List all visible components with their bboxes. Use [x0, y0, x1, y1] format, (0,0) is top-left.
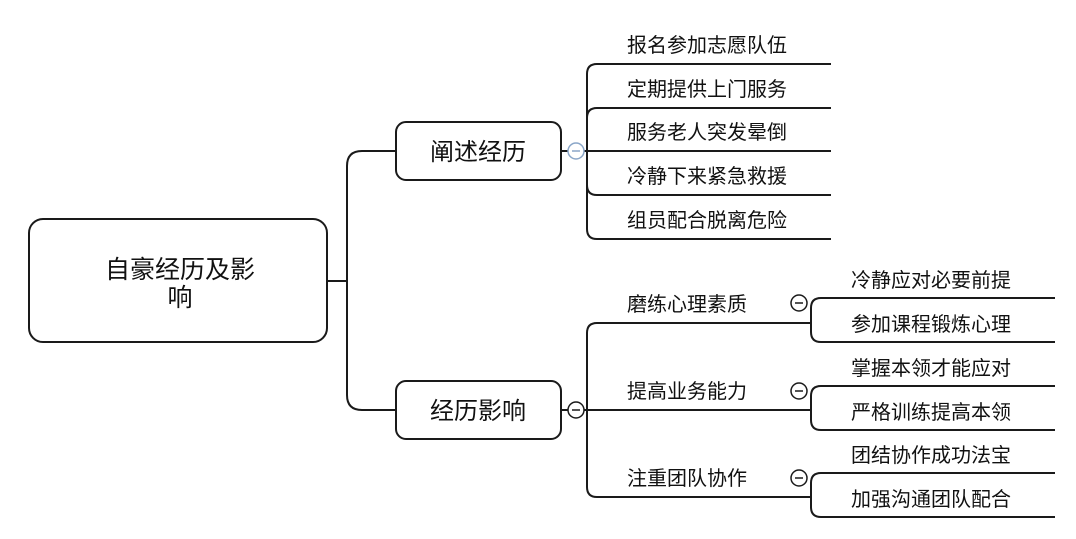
leaf-node-b1-3-label: 服务老人突发晕倒	[627, 120, 787, 144]
leaf-node-s1-2-label: 参加课程锻炼心理	[851, 312, 1011, 336]
connector-b1-c2	[586, 107, 598, 151]
collapse-toggle-sub-2[interactable]	[790, 382, 808, 400]
connector-b1-c4	[586, 151, 598, 196]
sub-node-b2-3[interactable]: 注重团队协作	[597, 466, 787, 498]
leaf-node-s3-1-label: 团结协作成功法宝	[851, 443, 1011, 467]
branch-node-2-label: 经历影响	[430, 397, 526, 425]
leaf-node-s2-1[interactable]: 掌握本领才能应对	[821, 356, 1055, 387]
sub-node-b2-2[interactable]: 提高业务能力	[597, 379, 787, 411]
leaf-node-b1-1-label: 报名参加志愿队伍	[627, 33, 787, 57]
connector-root-to-branch-2	[346, 281, 396, 411]
leaf-node-b1-4[interactable]: 冷静下来紧急救援	[597, 164, 831, 196]
branch-node-1[interactable]: 阐述经历	[395, 121, 562, 181]
leaf-node-s2-2-label: 严格训练提高本领	[851, 400, 1011, 424]
collapse-toggle-branch-1[interactable]	[567, 142, 585, 160]
sub-node-b2-2-label: 提高业务能力	[627, 379, 747, 403]
leaf-node-s1-2[interactable]: 参加课程锻炼心理	[821, 312, 1055, 343]
leaf-node-s3-1[interactable]: 团结协作成功法宝	[821, 443, 1055, 474]
root-node-label-line1: 自豪经历及影	[105, 255, 255, 284]
collapse-toggle-branch-2[interactable]	[567, 401, 585, 419]
connector-root-to-branch-1	[346, 150, 396, 281]
leaf-node-b1-2-label: 定期提供上门服务	[627, 77, 787, 101]
connectors	[327, 63, 822, 518]
connector-s3-c2	[810, 497, 822, 518]
root-node-box	[28, 218, 328, 343]
sub-node-b2-3-label: 注重团队协作	[627, 466, 747, 490]
connector-b1-c1	[586, 63, 598, 151]
branch-node-2[interactable]: 经历影响	[395, 380, 562, 440]
connector-s1-trunk	[787, 297, 822, 324]
leaf-node-s2-2[interactable]: 严格训练提高本领	[821, 400, 1055, 431]
leaf-node-s2-1-label: 掌握本领才能应对	[851, 356, 1011, 380]
branch-node-1-label: 阐述经历	[430, 138, 526, 166]
root-node[interactable]: 自豪经历及影 响	[28, 218, 328, 343]
sub-node-b2-1-label: 磨练心理素质	[627, 292, 747, 316]
connector-b2-c1	[586, 322, 598, 410]
connector-b1-c5	[586, 151, 598, 240]
sub-node-b2-1[interactable]: 磨练心理素质	[597, 292, 787, 324]
leaf-node-s3-2[interactable]: 加强沟通团队配合	[821, 487, 1055, 518]
connector-s3-trunk	[787, 472, 822, 498]
leaf-node-b1-4-label: 冷静下来紧急救援	[627, 164, 787, 188]
leaf-node-b1-2[interactable]: 定期提供上门服务	[597, 77, 831, 109]
collapse-toggle-sub-3[interactable]	[790, 469, 808, 487]
branch-node-2-box	[395, 380, 562, 440]
connector-s1-c2	[810, 323, 822, 343]
connector-s2-trunk	[787, 385, 822, 411]
leaf-node-s1-1-label: 冷静应对必要前提	[851, 268, 1011, 292]
leaf-node-b1-3[interactable]: 服务老人突发晕倒	[597, 120, 831, 152]
leaf-node-b1-1[interactable]: 报名参加志愿队伍	[597, 33, 831, 65]
leaf-node-s1-1[interactable]: 冷静应对必要前提	[821, 268, 1055, 299]
connector-b2-c3	[586, 410, 598, 498]
root-node-label-line2: 响	[167, 283, 192, 312]
leaf-node-b1-5-label: 组员配合脱离危险	[627, 208, 787, 232]
leaf-node-s3-2-label: 加强沟通团队配合	[851, 487, 1011, 511]
leaf-node-b1-5[interactable]: 组员配合脱离危险	[597, 208, 831, 240]
connector-s2-c2	[810, 410, 822, 431]
collapse-toggle-sub-1[interactable]	[790, 294, 808, 312]
branch-node-1-box	[395, 121, 562, 181]
